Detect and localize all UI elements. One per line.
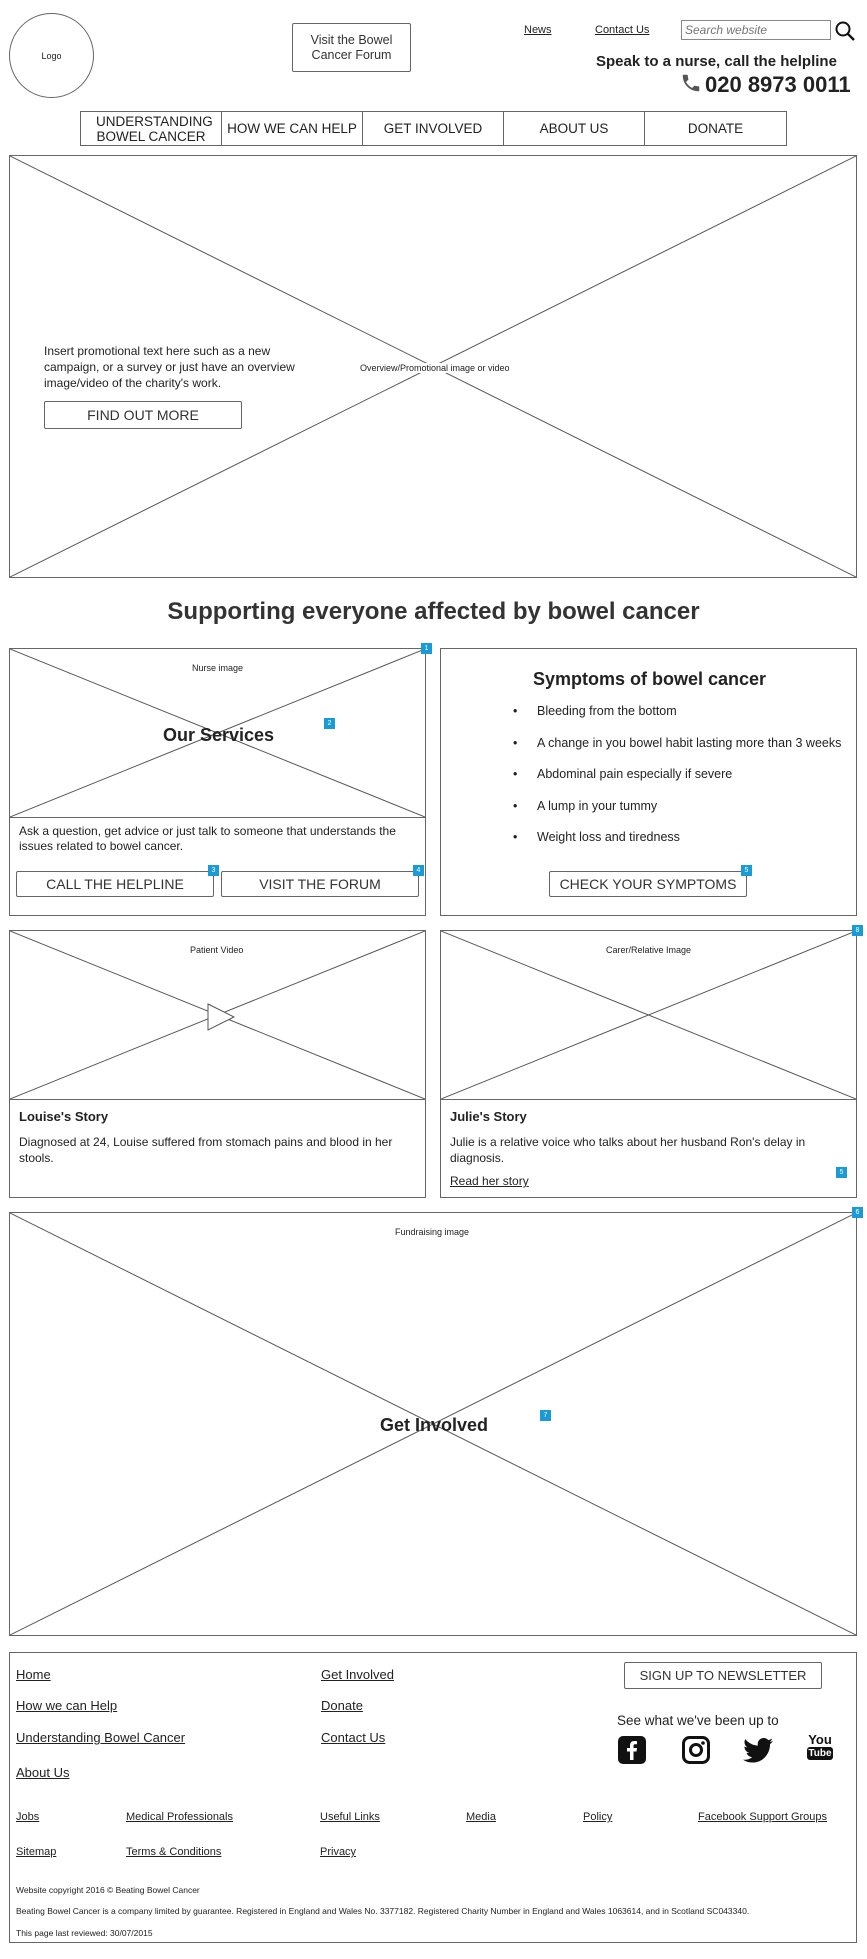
news-link[interactable]: News bbox=[524, 24, 552, 36]
footer-link-sitemap[interactable]: Sitemap bbox=[16, 1846, 57, 1858]
footer-link-terms[interactable]: Terms & Conditions bbox=[126, 1846, 222, 1858]
footer-link-useful-links[interactable]: Useful Links bbox=[320, 1811, 380, 1823]
social-heading: See what we've been up to bbox=[617, 1713, 779, 1728]
nav-about-us[interactable]: ABOUT US bbox=[503, 111, 645, 146]
annotation-badge: 4 bbox=[413, 865, 424, 876]
services-text: Ask a question, get advice or just talk … bbox=[19, 824, 396, 853]
footer: Home How we can Help Understanding Bowel… bbox=[9, 1652, 857, 1943]
annotation-badge: 1 bbox=[421, 643, 432, 654]
nav-understanding-bowel-cancer[interactable]: UNDERSTANDING BOWEL CANCER bbox=[80, 111, 222, 146]
julie-story-title: Julie's Story bbox=[450, 1109, 527, 1124]
newsletter-signup-button[interactable]: SIGN UP TO NEWSLETTER bbox=[624, 1662, 822, 1689]
instagram-icon[interactable] bbox=[682, 1736, 710, 1764]
nav-how-we-can-help[interactable]: HOW WE CAN HELP bbox=[221, 111, 363, 146]
twitter-icon[interactable] bbox=[743, 1738, 773, 1764]
footer-link-about-us[interactable]: About Us bbox=[16, 1765, 70, 1780]
find-out-more-button[interactable]: FIND OUT MORE bbox=[44, 401, 242, 429]
patient-video-label: Patient Video bbox=[190, 945, 244, 955]
visit-forum-card-button[interactable]: VISIT THE FORUM bbox=[221, 871, 419, 897]
nav-donate[interactable]: DONATE bbox=[644, 111, 787, 146]
annotation-badge: 8 bbox=[852, 925, 863, 936]
louise-story-title: Louise's Story bbox=[19, 1109, 109, 1124]
youtube-text-bottom: Tube bbox=[807, 1747, 833, 1760]
footer-link-donate[interactable]: Donate bbox=[321, 1698, 363, 1713]
footer-link-get-involved[interactable]: Get Involved bbox=[321, 1667, 394, 1682]
services-card: Nurse image Our Services Ask a question,… bbox=[9, 648, 426, 916]
nurse-image-label: Nurse image bbox=[192, 663, 244, 673]
logo-label: Logo bbox=[41, 50, 62, 61]
annotation-badge: 5 bbox=[741, 865, 752, 876]
call-helpline-button[interactable]: CALL THE HELPLINE bbox=[16, 871, 214, 897]
julie-story-card: Carer/Relative Image Julie's Story Julie… bbox=[440, 930, 857, 1198]
fundraising-image-label: Fundraising image bbox=[395, 1227, 470, 1237]
annotation-badge: 6 bbox=[852, 1207, 863, 1218]
louise-story-text: Diagnosed at 24, Louise suffered from st… bbox=[19, 1135, 393, 1165]
hero-image-label: Overview/Promotional image or video bbox=[360, 363, 510, 373]
helpline-heading: Speak to a nurse, call the helpline bbox=[596, 53, 837, 70]
symptom-item: Weight loss and tiredness bbox=[513, 827, 858, 859]
footer-link-privacy[interactable]: Privacy bbox=[320, 1846, 357, 1858]
play-icon[interactable] bbox=[206, 1002, 236, 1032]
carer-image-label: Carer/Relative Image bbox=[606, 945, 692, 955]
hero-promo-text: Insert promotional text here such as a n… bbox=[44, 343, 296, 391]
louise-story-card: Patient Video Louise's Story Diagnosed a… bbox=[9, 930, 426, 1198]
footer-copyright: Website copyright 2016 © Beating Bowel C… bbox=[16, 1885, 200, 1895]
logo[interactable]: Logo bbox=[9, 13, 94, 98]
hero-image-placeholder[interactable]: Overview/Promotional image or video Inse… bbox=[9, 155, 857, 578]
annotation-badge: 3 bbox=[208, 865, 219, 876]
nav-get-involved[interactable]: GET INVOLVED bbox=[362, 111, 504, 146]
footer-legal: Beating Bowel Cancer is a company limite… bbox=[16, 1906, 750, 1916]
footer-link-media[interactable]: Media bbox=[466, 1811, 496, 1823]
symptom-item: Abdominal pain especially if severe bbox=[513, 764, 858, 796]
symptom-item: Bleeding from the bottom bbox=[513, 701, 858, 733]
patient-video-placeholder[interactable]: Patient Video bbox=[9, 930, 426, 1100]
check-symptoms-button[interactable]: CHECK YOUR SYMPTOMS bbox=[549, 871, 747, 897]
annotation-badge: 2 bbox=[324, 718, 335, 729]
contact-us-link[interactable]: Contact Us bbox=[595, 24, 650, 36]
services-title: Our Services bbox=[162, 725, 275, 745]
symptoms-title: Symptoms of bowel cancer bbox=[532, 669, 767, 689]
search-icon[interactable] bbox=[834, 20, 856, 42]
footer-link-policy[interactable]: Policy bbox=[583, 1811, 613, 1823]
search-input[interactable] bbox=[681, 20, 831, 40]
symptoms-card: Symptoms of bowel cancer Bleeding from t… bbox=[440, 648, 857, 916]
youtube-text-top: You bbox=[808, 1732, 832, 1747]
main-heading: Supporting everyone affected by bowel ca… bbox=[167, 598, 700, 625]
visit-forum-button[interactable]: Visit the Bowel Cancer Forum bbox=[292, 23, 411, 72]
footer-link-facebook-support-groups[interactable]: Facebook Support Groups bbox=[698, 1811, 828, 1823]
facebook-icon[interactable] bbox=[618, 1736, 646, 1764]
footer-link-medical-professionals[interactable]: Medical Professionals bbox=[126, 1811, 233, 1823]
annotation-badge: 5 bbox=[836, 1167, 847, 1178]
nurse-image-placeholder[interactable]: Nurse image Our Services bbox=[9, 648, 426, 818]
julie-story-text: Julie is a relative voice who talks abou… bbox=[450, 1135, 806, 1165]
footer-link-understanding-bowel-cancer[interactable]: Understanding Bowel Cancer bbox=[16, 1730, 186, 1745]
footer-link-how-we-can-help[interactable]: How we can Help bbox=[16, 1698, 118, 1713]
footer-link-contact-us[interactable]: Contact Us bbox=[321, 1730, 386, 1745]
search-field[interactable] bbox=[682, 21, 830, 39]
footer-reviewed: This page last reviewed: 30/07/2015 bbox=[16, 1928, 153, 1938]
symptoms-list: Bleeding from the bottom A change in you… bbox=[513, 701, 858, 859]
symptom-item: A lump in your tummy bbox=[513, 796, 858, 828]
youtube-icon[interactable]: You Tube bbox=[807, 1733, 833, 1765]
carer-image-placeholder[interactable]: Carer/Relative Image bbox=[440, 930, 857, 1100]
get-involved-title: Get Involved bbox=[379, 1415, 489, 1435]
phone-icon bbox=[680, 72, 702, 94]
footer-link-home[interactable]: Home bbox=[16, 1667, 51, 1682]
footer-link-jobs[interactable]: Jobs bbox=[16, 1811, 40, 1823]
helpline-number[interactable]: 020 8973 0011 bbox=[705, 72, 851, 97]
read-her-story-link[interactable]: Read her story bbox=[450, 1174, 529, 1188]
symptom-item: A change in you bowel habit lasting more… bbox=[513, 733, 858, 765]
annotation-badge: 7 bbox=[540, 1410, 551, 1421]
fundraising-image-placeholder[interactable]: Fundraising image Get Involved bbox=[9, 1212, 857, 1636]
